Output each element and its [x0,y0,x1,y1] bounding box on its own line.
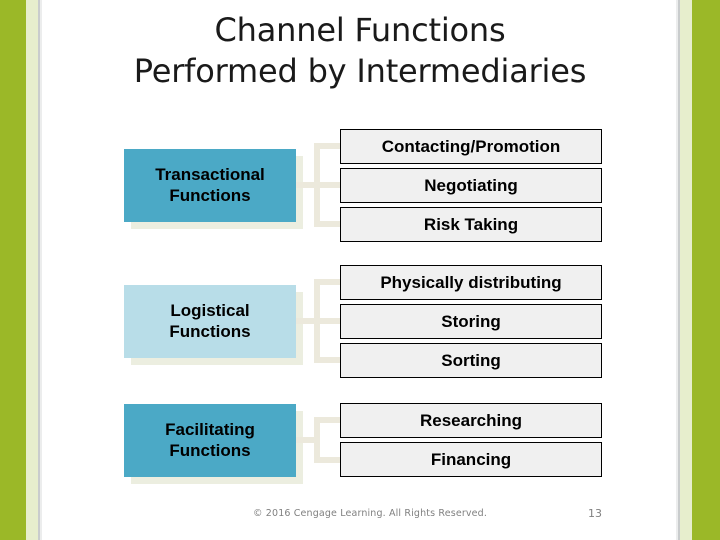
child-box-researching[interactable]: Researching [340,403,602,438]
parent-label-facilitating: Facilitating Functions [165,420,255,461]
child-label: Sorting [441,351,501,370]
child-box-storing[interactable]: Storing [340,304,602,339]
parent-label-line1: Logistical [170,300,250,320]
parent-box-logistical[interactable]: Logistical Functions [124,285,296,358]
connector-stem-transactional [296,182,320,188]
child-box-contacting-promotion[interactable]: Contacting/Promotion [340,129,602,164]
connector-branch-facilitating-1 [314,417,342,423]
parent-label-line2: Functions [169,321,251,341]
left-divider-highlight [40,0,42,540]
left-green-band [0,0,26,540]
child-box-sorting[interactable]: Sorting [340,343,602,378]
child-label: Contacting/Promotion [381,137,561,156]
parent-box-transactional[interactable]: Transactional Functions [124,149,296,222]
right-divider-rule [678,0,680,540]
parent-label-logistical: Logistical Functions [169,301,250,342]
connector-branch-logistical-2 [314,318,342,324]
title-line-1: Channel Functions [214,11,506,49]
child-label: Researching [419,411,523,430]
child-label: Physically distributing [380,273,562,292]
child-box-risk-taking[interactable]: Risk Taking [340,207,602,242]
right-pale-green-band [680,0,692,540]
child-box-negotiating[interactable]: Negotiating [340,168,602,203]
child-label: Financing [430,450,512,469]
footer-copyright: © 2016 Cengage Learning. All Rights Rese… [252,508,487,519]
connector-branch-transactional-2 [314,182,342,188]
parent-label-line1: Facilitating [165,419,255,439]
title-line-2: Performed by Intermediaries [133,51,587,90]
parent-label-line2: Functions [169,185,251,205]
child-box-physically-distributing[interactable]: Physically distributing [340,265,602,300]
connector-branch-transactional-1 [314,143,342,149]
child-label: Negotiating [424,176,518,195]
right-green-band [692,0,720,540]
slide-title: Channel Functions Performed by Intermedi… [60,10,660,92]
connector-branch-logistical-1 [314,279,342,285]
parent-box-facilitating[interactable]: Facilitating Functions [124,404,296,477]
connector-trunk-facilitating [314,417,320,463]
right-divider-highlight [676,0,678,540]
connector-branch-transactional-3 [314,221,342,227]
parent-label-transactional: Transactional Functions [155,165,265,206]
connector-stem-logistical [296,318,320,324]
child-label: Storing [441,312,501,331]
parent-label-line1: Transactional [155,164,265,184]
connector-stem-facilitating [296,437,320,443]
connector-branch-logistical-3 [314,357,342,363]
parent-label-line2: Functions [169,440,251,460]
connector-branch-facilitating-2 [314,457,342,463]
child-box-financing[interactable]: Financing [340,442,602,477]
left-divider-rule [38,0,40,540]
left-pale-green-band [26,0,38,540]
child-label: Risk Taking [423,215,519,234]
footer-page-number: 13 [588,507,602,520]
